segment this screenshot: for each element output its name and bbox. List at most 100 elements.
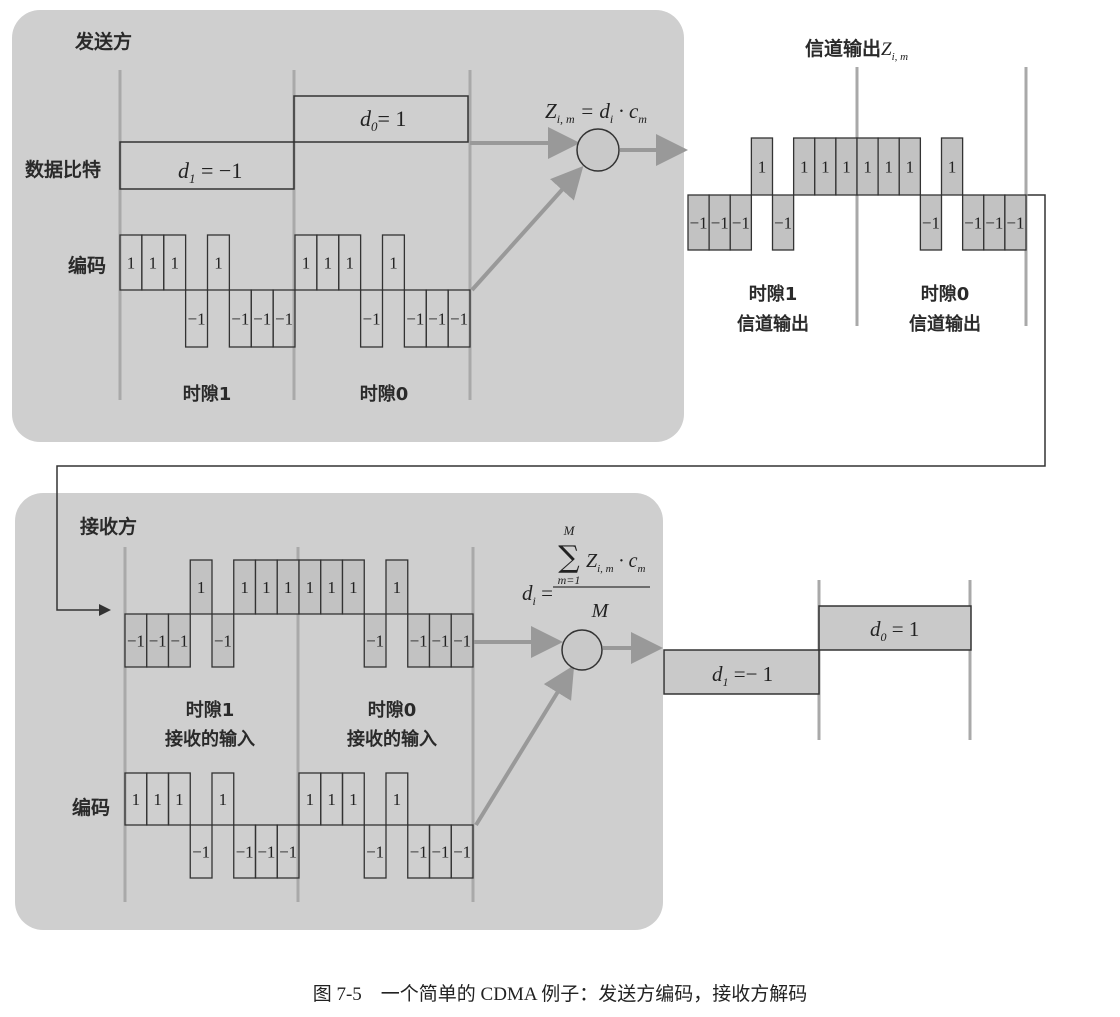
receiver-title: 接收方 (80, 515, 137, 538)
sender-code-chip-value: 1 (170, 254, 179, 273)
received-input-chip-value: −1 (149, 632, 167, 651)
channel-slot0-line1: 时隙0 (921, 283, 970, 305)
arrow-code-to-correlator (474, 665, 575, 827)
receiver-code-chip-value: 1 (175, 790, 184, 809)
sender-d0-box (293, 95, 469, 143)
received-input-chip-value: −1 (431, 632, 449, 651)
svg-text:di =: di = (522, 581, 553, 608)
encode-formula: Zi, m = di · cm (545, 99, 647, 126)
sender-panel (12, 10, 684, 442)
receiver-slot0-line2: 接收的输入 (347, 728, 437, 750)
channel-output-chip (1004, 194, 1027, 251)
channel-output-chip (919, 194, 943, 251)
receiver-slot1-line2: 接收的输入 (165, 728, 255, 750)
sender-code-chip (381, 234, 406, 291)
correlator-node (561, 629, 603, 671)
channel-output-chip-value: 1 (800, 158, 809, 177)
channel-output-chip-value: 1 (842, 158, 851, 177)
receiver-code-label: 编码 (72, 796, 110, 819)
received-input-chip-value: −1 (366, 632, 384, 651)
channel-output-chip-value: −1 (732, 214, 750, 233)
receiver-code-chip-value: 1 (132, 790, 141, 809)
channel-output-chip-value: −1 (711, 214, 729, 233)
received-input-chip-value: 1 (284, 578, 293, 597)
receiver-code-chip-value: −1 (453, 843, 471, 862)
channel-to-receiver-connector (56, 194, 1046, 616)
received-input-chip-value: −1 (410, 632, 428, 651)
received-input-chip-value: −1 (214, 632, 232, 651)
sender-code-label: 编码 (68, 254, 106, 277)
svg-text:m=1: m=1 (558, 573, 581, 587)
received-input-chip-value: 1 (262, 578, 271, 597)
received-input-chip (189, 559, 213, 615)
receiver-code-chip (189, 824, 213, 879)
received-input-chip-value: −1 (170, 632, 188, 651)
svg-text:M: M (591, 600, 610, 622)
channel-output-chip-value: −1 (774, 214, 792, 233)
receiver-code-chip-value: −1 (192, 843, 210, 862)
sender-code-chip (163, 234, 187, 291)
decoded-d1-text: d1 =− 1 (712, 662, 773, 689)
sender-code-chip-value: 1 (345, 254, 354, 273)
sender-code-chip-value: −1 (406, 310, 424, 329)
sender-code-chip-value: 1 (127, 254, 136, 273)
sender-d1-box (119, 141, 295, 190)
receiver-code-chip (385, 772, 409, 826)
sender-d0-text: d0= 1 (360, 106, 406, 134)
channel-slot1-line2: 信道输出 (737, 313, 809, 335)
channel-output-chip-value: 1 (863, 158, 872, 177)
sender-code-chip-value: −1 (428, 310, 446, 329)
channel-output-chip-value: −1 (964, 214, 982, 233)
received-input-chip (211, 613, 235, 668)
receiver-code-chip-value: −1 (257, 843, 275, 862)
sender-code-chip (184, 289, 209, 348)
receiver-code-chip (363, 824, 387, 879)
channel-output-chip (898, 137, 922, 196)
receiver-panel (15, 493, 663, 930)
received-input-chip-value: 1 (349, 578, 358, 597)
received-input-chip (385, 559, 409, 615)
received-input-chip-value: 1 (197, 578, 206, 597)
channel-output-chip (750, 137, 774, 196)
figure-caption: 图 7-5 一个简单的 CDMA 例子：发送方编码，接收方解码 (313, 983, 808, 1005)
received-input-chip-value: −1 (453, 632, 471, 651)
channel-output-chip-value: 1 (948, 158, 957, 177)
receiver-slot1-line1: 时隙1 (186, 699, 235, 721)
channel-output-chip-value: −1 (985, 214, 1003, 233)
received-input-chip-value: 1 (393, 578, 402, 597)
sender-d1-text: d1 = −1 (178, 158, 242, 186)
channel-output-chip-value: −1 (1006, 214, 1024, 233)
channel-output-chip-value: 1 (821, 158, 830, 177)
received-input-chip (363, 613, 387, 668)
received-input-chip (450, 613, 474, 668)
receiver-code-chip-value: −1 (236, 843, 254, 862)
receiver-code-chip-value: −1 (431, 843, 449, 862)
sender-code-chip (206, 234, 231, 291)
receiver-code-chip (276, 824, 300, 879)
sender-code-chip-value: −1 (275, 310, 293, 329)
data-bits-label: 数据比特 (25, 158, 101, 181)
sender-code-chip (359, 289, 384, 348)
sender-code-chip (338, 234, 362, 291)
channel-output-chip-value: 1 (758, 158, 767, 177)
receiver-slot0-line1: 时隙0 (368, 699, 417, 721)
receiver-code-chip (211, 772, 235, 826)
arrow-code-to-multiplier (470, 166, 584, 292)
sender-code-chip-value: 1 (302, 254, 311, 273)
channel-slot0-line2: 信道输出 (909, 313, 981, 335)
channel-output-chip-value: 1 (884, 158, 893, 177)
channel-output-chip-value: −1 (690, 214, 708, 233)
sender-code-chip-value: 1 (149, 254, 158, 273)
decoded-d1-box (663, 649, 820, 695)
sender-title: 发送方 (74, 30, 132, 53)
sender-slot0-label: 时隙0 (360, 383, 409, 405)
channel-output-chip-value: 1 (906, 158, 915, 177)
receiver-code-chip-value: −1 (366, 843, 384, 862)
decoded-d0-box (818, 605, 972, 651)
receiver-code-chip-value: −1 (410, 843, 428, 862)
sender-code-chip (447, 289, 471, 348)
sender-code-chip-value: 1 (214, 254, 223, 273)
channel-output-chip-value: −1 (922, 214, 940, 233)
sender-code-chip-value: −1 (253, 310, 271, 329)
